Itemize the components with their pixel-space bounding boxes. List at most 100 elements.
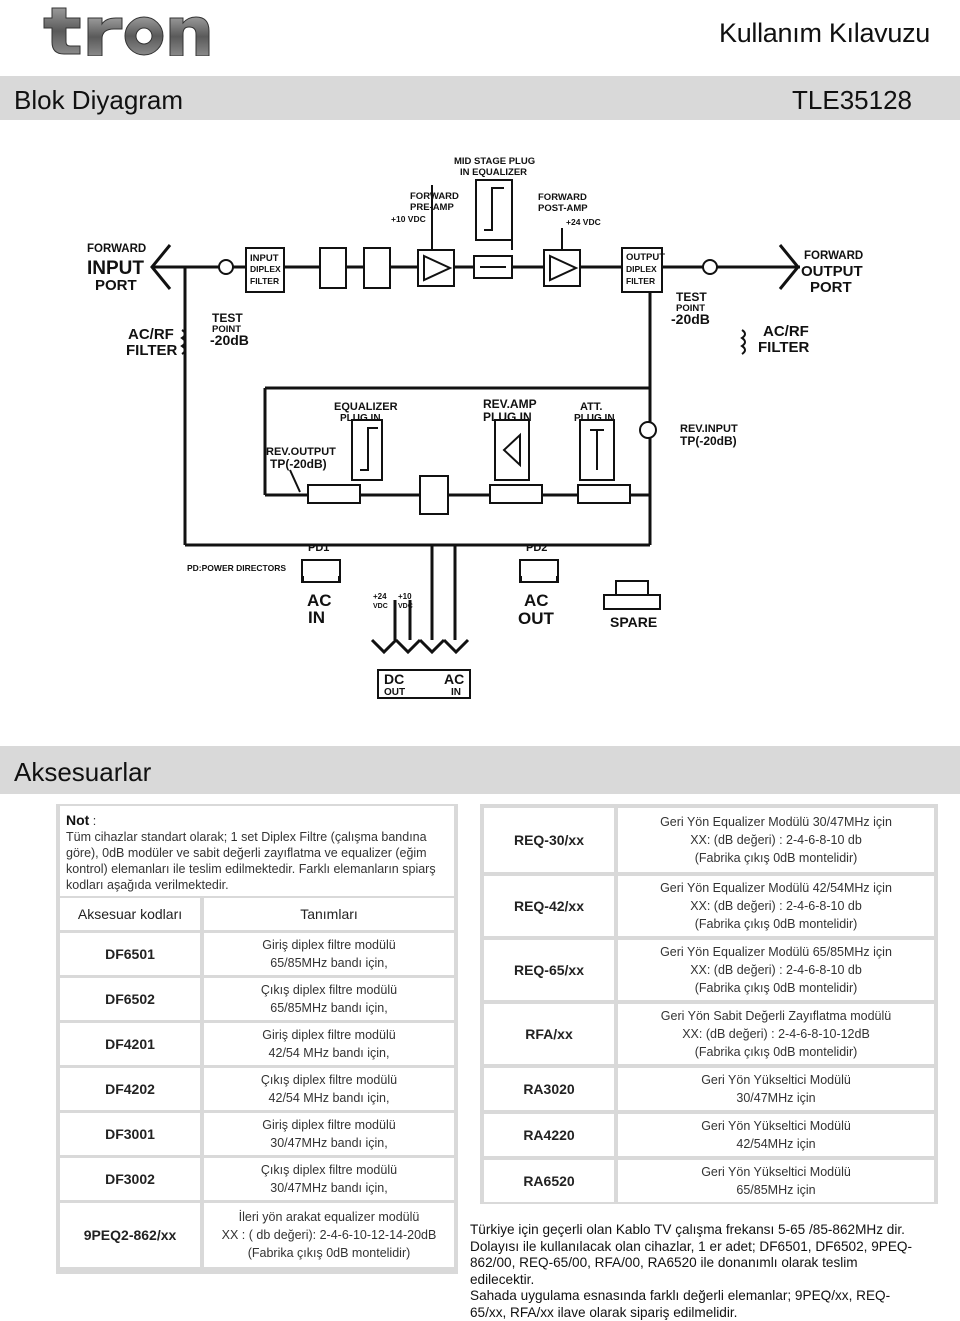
description-line: Geri Yön Equalizer Modülü 30/47MHz için bbox=[660, 815, 892, 829]
svg-text:AC: AC bbox=[524, 591, 549, 610]
accessory-description: Çıkış diplex filtre modülü 30/47MHz bandı… bbox=[204, 1158, 454, 1200]
accessory-code: DF4202 bbox=[60, 1068, 200, 1110]
description-line: XX: (dB değeri) : 2-4-6-8-10-12dB bbox=[682, 1027, 870, 1041]
accessory-code: REQ-65/xx bbox=[484, 940, 614, 1000]
svg-text:VDC: VDC bbox=[373, 603, 388, 610]
svg-text:+10: +10 bbox=[398, 592, 412, 601]
accessory-code: RA3020 bbox=[484, 1068, 614, 1110]
description-line: 42/54 MHz bandı için, bbox=[268, 1046, 390, 1060]
svg-text:SPARE: SPARE bbox=[610, 614, 657, 630]
svg-text:OUT: OUT bbox=[384, 687, 405, 698]
accessory-code: 9PEQ2-862/xx bbox=[60, 1203, 200, 1267]
svg-text:TP(-20dB): TP(-20dB) bbox=[680, 434, 737, 448]
table-header: Aksesuar kodları bbox=[60, 898, 200, 930]
description-line: 42/54MHz için bbox=[736, 1137, 816, 1151]
svg-text:PD2: PD2 bbox=[526, 542, 547, 554]
svg-text:FORWARD: FORWARD bbox=[804, 250, 863, 262]
svg-text:-20dB: -20dB bbox=[671, 311, 710, 327]
svg-text:AC/RF: AC/RF bbox=[763, 323, 809, 340]
accessory-code: RA4220 bbox=[484, 1114, 614, 1156]
svg-text:+24 VDC: +24 VDC bbox=[566, 217, 601, 227]
svg-text:DIPLEX: DIPLEX bbox=[250, 264, 281, 274]
description-line: XX: (dB değeri) : 2-4-6-8-10 db bbox=[690, 833, 862, 847]
svg-text:PD1: PD1 bbox=[308, 542, 329, 554]
description-line: Geri Yön Equalizer Modülü 65/85MHz için bbox=[660, 945, 892, 959]
description-line: Geri Yön Equalizer Modülü 42/54MHz için bbox=[660, 881, 892, 895]
description-line: 65/85MHz bandı için, bbox=[270, 956, 388, 970]
svg-text:+24: +24 bbox=[373, 592, 387, 601]
description-line: 65/85MHz için bbox=[736, 1183, 816, 1197]
svg-text:TEST: TEST bbox=[676, 290, 707, 304]
svg-text:FILTER: FILTER bbox=[126, 342, 178, 359]
accessory-code: DF3002 bbox=[60, 1158, 200, 1200]
description-line: Geri Yön Yükseltici Modülü bbox=[701, 1119, 851, 1133]
svg-text:TEST: TEST bbox=[212, 311, 243, 325]
description-line: (Fabrika çıkış 0dB montelidir) bbox=[694, 981, 858, 995]
section-title: Blok Diyagram bbox=[14, 85, 184, 115]
description-line: 30/47MHz bandı için, bbox=[270, 1181, 388, 1195]
svg-text:INPUT: INPUT bbox=[87, 258, 144, 279]
description-line: (Fabrika çıkış 0dB montelidir) bbox=[694, 851, 858, 865]
svg-text:PORT: PORT bbox=[95, 277, 137, 294]
svg-text:OUTPUT: OUTPUT bbox=[801, 263, 863, 280]
accessory-description: Çıkış diplex filtre modülü 65/85MHz bandı… bbox=[204, 978, 454, 1020]
accessory-code: REQ-42/xx bbox=[484, 876, 614, 936]
accessory-description: Geri Yön Yükseltici Modülü 42/54MHz için bbox=[618, 1114, 934, 1156]
description-line: Çıkış diplex filtre modülü bbox=[260, 1163, 398, 1177]
note-text: Tüm cihazlar standart olarak; 1 set Dipl… bbox=[66, 830, 436, 892]
description-line: 65/85MHz bandı için, bbox=[270, 1001, 388, 1015]
svg-text:+10 VDC: +10 VDC bbox=[391, 214, 426, 224]
description-line: 30/47MHz için bbox=[736, 1091, 816, 1105]
svg-text:EQUALIZER: EQUALIZER bbox=[334, 401, 398, 413]
description-line: XX : ( db değeri): 2-4-6-10-12-14-20dB bbox=[221, 1228, 437, 1242]
description-line: Giriş diplex filtre modülü bbox=[262, 1028, 396, 1042]
svg-text:OUT: OUT bbox=[518, 609, 555, 628]
section-band-aksesuarlar bbox=[0, 746, 960, 794]
svg-text:FILTER: FILTER bbox=[758, 339, 810, 356]
description-line: Giriş diplex filtre modülü bbox=[262, 938, 396, 952]
svg-text:POINT: POINT bbox=[676, 303, 705, 314]
svg-text:PLUG IN: PLUG IN bbox=[340, 413, 381, 424]
svg-text:IN: IN bbox=[451, 687, 461, 698]
svg-text:-20dB: -20dB bbox=[210, 332, 249, 348]
note: Not : Tüm cihazlar standart olarak; 1 se… bbox=[66, 812, 450, 906]
accessory-description: Giriş diplex filtre modülü 65/85MHz bandı… bbox=[204, 933, 454, 975]
svg-text:AC/RF: AC/RF bbox=[128, 326, 174, 343]
svg-text:PLUG IN: PLUG IN bbox=[574, 413, 615, 424]
description-line: Geri Yön Sabit Değerli Zayıflatma modülü bbox=[660, 1009, 892, 1023]
description-line: (Fabrika çıkış 0dB montelidir) bbox=[247, 1246, 411, 1260]
svg-text:IN: IN bbox=[308, 608, 325, 627]
description-line: 30/47MHz bandı için, bbox=[270, 1136, 388, 1150]
accessory-code: RFA/xx bbox=[484, 1004, 614, 1064]
note-title: Not bbox=[66, 812, 90, 828]
note-panel bbox=[60, 806, 454, 896]
svg-text:DC: DC bbox=[384, 671, 404, 687]
svg-text:DIPLEX: DIPLEX bbox=[626, 264, 657, 274]
svg-text:FILTER: FILTER bbox=[626, 276, 655, 286]
section-band-blok-diyagram bbox=[0, 76, 960, 120]
table-header: Tanımları bbox=[204, 898, 454, 930]
svg-text:TP(-20dB): TP(-20dB) bbox=[270, 457, 327, 471]
accessory-code: REQ-30/xx bbox=[484, 808, 614, 872]
description-line: XX: (dB değeri) : 2-4-6-8-10 db bbox=[690, 899, 862, 913]
accessory-code: RA6520 bbox=[484, 1160, 614, 1202]
svg-text:REV.AMP: REV.AMP bbox=[483, 397, 537, 411]
svg-text:AC: AC bbox=[444, 671, 464, 687]
svg-text:PORT: PORT bbox=[810, 279, 852, 296]
svg-text:PD:POWER DIRECTORS: PD:POWER DIRECTORS bbox=[187, 563, 286, 573]
svg-text:POINT: POINT bbox=[212, 324, 241, 335]
description-line: Çıkış diplex filtre modülü bbox=[260, 983, 398, 997]
svg-text:OUTPUT: OUTPUT bbox=[626, 252, 665, 263]
svg-text:ATT.: ATT. bbox=[580, 401, 602, 413]
section-title: Aksesuarlar bbox=[14, 757, 152, 787]
